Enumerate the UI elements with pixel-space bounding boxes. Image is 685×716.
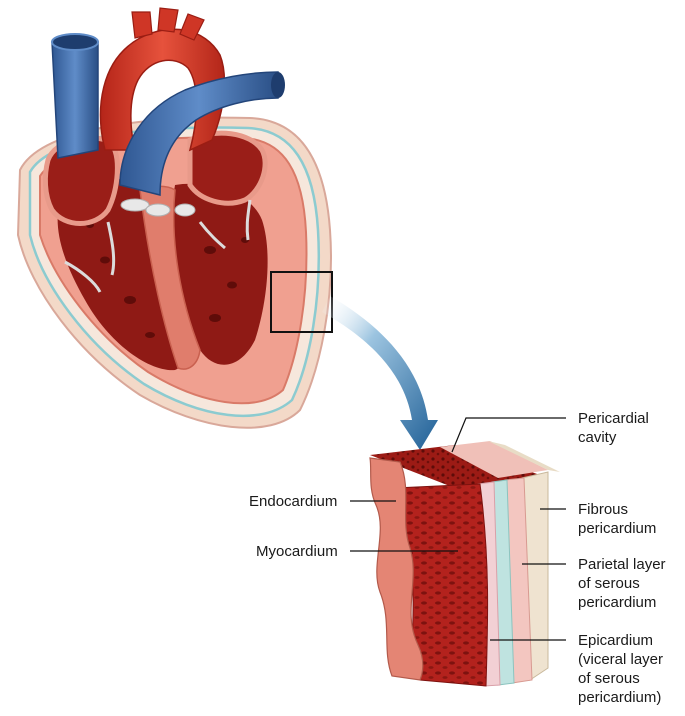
label-line: cavity — [578, 429, 617, 446]
label-line: Parietal layer — [578, 556, 666, 573]
vena-cava-opening — [51, 33, 99, 51]
label-line: pericardium) — [578, 689, 662, 706]
left-atrium — [187, 130, 268, 206]
label-parietal-layer: Parietal layer of serous pericardium — [578, 555, 666, 612]
pulmonary-opening — [271, 72, 285, 98]
label-line: pericardium — [578, 594, 657, 611]
section-top-face — [370, 445, 540, 490]
label-line: Fibrous — [578, 501, 629, 518]
label-epicardium: Epicardium (viceral layer of serous peri… — [578, 631, 663, 707]
heart-valves — [64, 198, 252, 293]
label-myocardium: Myocardium — [256, 543, 338, 560]
heart-wall-section — [369, 441, 560, 687]
label-line: pericardium — [578, 520, 657, 537]
label-line: (viceral layer — [578, 651, 664, 668]
section-top-fibrous-band — [488, 441, 560, 472]
leader-lines — [350, 417, 566, 641]
endocardium-slab — [369, 457, 424, 681]
label-line: Epicardium — [578, 632, 654, 649]
section-top-serous-band — [440, 441, 548, 478]
leader-pericardial-cavity — [451, 417, 566, 453]
label-line: of serous — [578, 575, 640, 592]
aorta — [99, 28, 226, 152]
label-line: Pericardial — [578, 410, 649, 427]
zoom-arrow — [322, 296, 438, 450]
trabeculae — [86, 222, 249, 338]
interventricular-septum — [139, 185, 201, 370]
label-fibrous-pericardium: Fibrous pericardium — [578, 500, 656, 538]
label-line: of serous — [578, 670, 640, 687]
aortic-arch-branches — [131, 7, 205, 41]
heart-illustration — [16, 7, 332, 429]
label-endocardium: Endocardium — [249, 493, 338, 510]
left-ventricle-cavity — [168, 183, 268, 365]
label-pericardial-cavity: Pericardial cavity — [578, 409, 649, 447]
superior-vena-cava — [51, 41, 99, 159]
